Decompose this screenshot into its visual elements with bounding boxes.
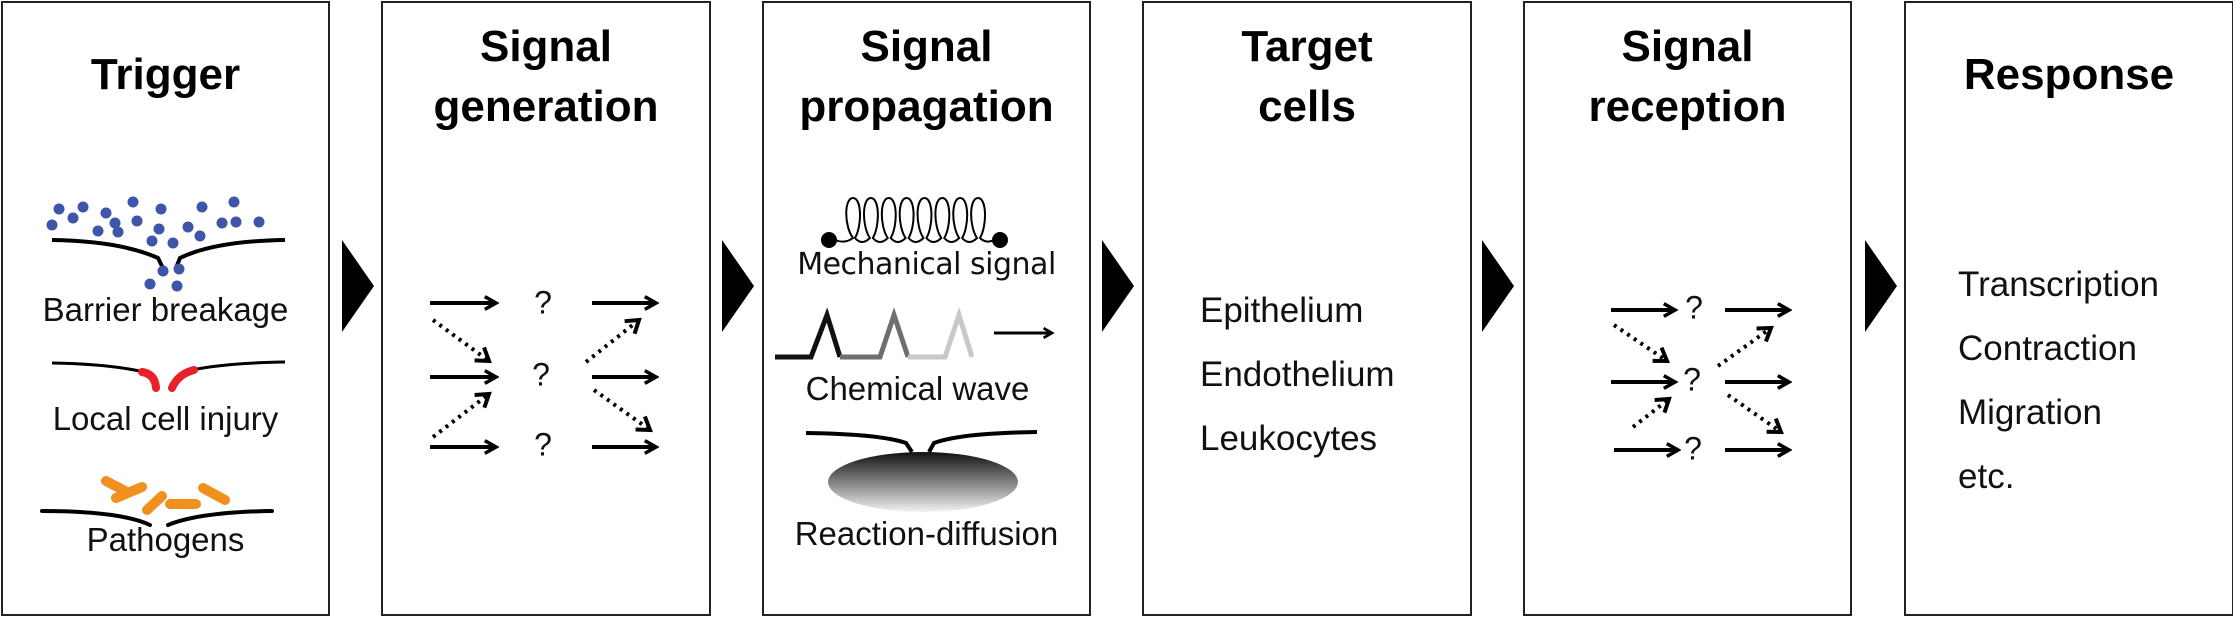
particle-dot [157,265,169,277]
list-item: Epithelium [1200,291,1364,330]
unknown-mark: ? [1685,289,1703,326]
particle-dot [77,201,89,213]
title-line: Trigger [90,50,241,99]
particle-dot [67,212,79,224]
panel-target-cells: Target cells Epithelium Endothelium Leuk… [1142,1,1472,616]
panel-title: Target cells [1144,17,1470,137]
title-line: Target [1241,22,1373,71]
particle-dot [53,203,65,215]
particle-dot [131,215,143,227]
list-item: Transcription [1958,265,2159,304]
panel-title: Signal generation [383,17,709,137]
panel-title: Trigger [3,45,328,105]
signal-generation-arrows [430,303,656,447]
particle-dot [194,230,206,242]
list-item: Endothelium [1200,355,1395,394]
response-list: Transcription Contraction Migration etc. [1958,253,2159,509]
list-item: Leukocytes [1200,419,1378,458]
particle-dot [46,219,58,231]
caption-reaction-diffusion: Reaction-diffusion [794,515,1059,552]
particle-dot [144,278,156,290]
title-line: Signal [479,22,613,71]
unknown-mark: ? [534,284,552,321]
particle-dot [173,263,185,275]
particle-dot [100,207,112,219]
panel-title: Signal reception [1525,17,1850,137]
signal-reception-arrows [1611,310,1789,450]
panel-trigger: Trigger Barrier breakage Local cell inju… [1,1,330,616]
unknown-mark: ? [534,426,552,463]
particle-dot [112,226,124,238]
panel-response: Response Transcription Contraction Migra… [1904,1,2233,616]
chevron-right-icon [1102,240,1134,332]
pathogens-icon [40,476,274,527]
unknown-mark: ? [532,356,550,393]
particle-dot [146,235,158,247]
particle-dot [228,196,240,208]
list-item: Contraction [1958,329,2137,368]
list-item: etc. [1958,457,2015,496]
caption-barrier-breakage: Barrier breakage [42,291,289,328]
spring-icon [821,196,1008,248]
reaction-diffusion-icon [805,430,1038,512]
particle-dot [230,216,242,228]
chemical-wave-icon [775,306,1052,360]
title-line: Response [1963,50,2175,99]
particle-dot [182,221,194,233]
particle-dot [216,217,228,229]
particle-dot [196,201,208,213]
panel-signal-reception: Signal reception [1523,1,1852,616]
particle-dot [155,203,167,215]
panel-signal-propagation: Signal propagation Mechanical signal Che… [762,1,1091,616]
particle-dot [153,223,165,235]
chevron-right-icon [722,240,754,332]
title-line: generation [433,82,659,131]
caption-chemical-wave: Chemical wave [805,370,1030,407]
title-line: propagation [799,82,1054,131]
panel-title: Signal propagation [764,17,1089,137]
panel-title: Response [1906,45,2232,105]
particle-dot [92,225,104,237]
list-item: Migration [1958,393,2102,432]
particle-dot [171,280,183,292]
target-cell-list: Epithelium Endothelium Leukocytes [1200,279,1395,471]
chevron-right-icon [1865,240,1897,332]
chevron-right-icon [1482,240,1514,332]
caption-pathogens: Pathogens [86,521,245,558]
barrier-breakage-icon [46,196,286,292]
caption-mechanical-signal: Mechanical signal [797,247,1056,282]
unknown-mark: ? [1683,361,1701,398]
particle-dot [167,237,179,249]
particle-dot [127,196,139,208]
unknown-mark: ? [1684,430,1702,467]
title-line: Signal [1621,22,1754,71]
particle-dot [109,217,121,229]
caption-local-cell-injury: Local cell injury [52,400,279,437]
title-line: cells [1258,82,1356,131]
title-line: reception [1588,82,1787,131]
particle-dot [253,216,265,228]
title-line: Signal [860,22,993,71]
local-cell-injury-icon [51,360,286,392]
chevron-right-icon [342,240,374,332]
